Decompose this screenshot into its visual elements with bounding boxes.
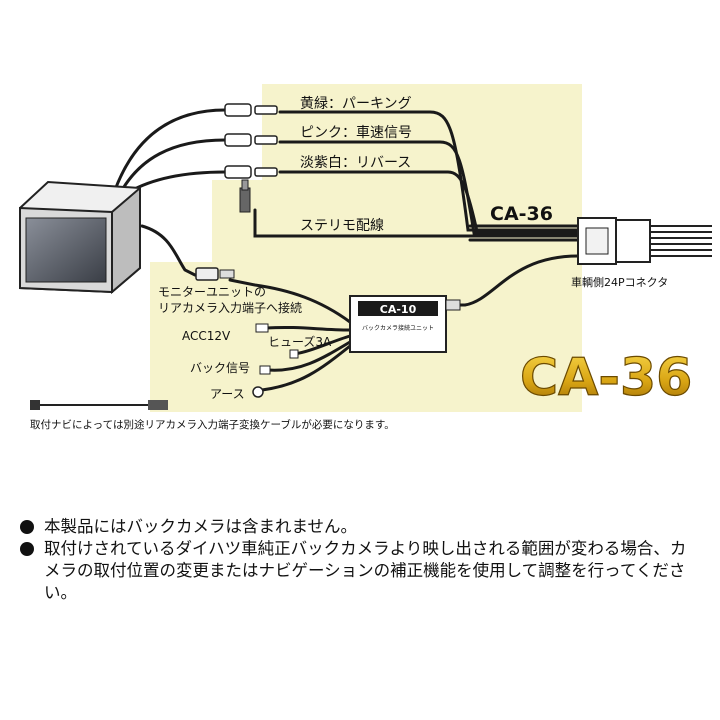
label-acc: ACC12V: [182, 329, 231, 343]
vehicle-24p-connector: [577, 217, 712, 265]
label-back-signal: バック信号: [190, 361, 250, 375]
note-text: 取付けされているダイハツ車純正バックカメラより映し出される範囲が変わる場合、カメ…: [44, 539, 687, 602]
terminals: [252, 323, 299, 398]
label-box-code: CA-36: [490, 203, 553, 225]
label-reverse: 淡紫白：リバース: [300, 155, 411, 171]
wire-connectors: [30, 103, 278, 410]
note-text: 本製品にはバックカメラは含まれません。: [44, 517, 358, 536]
ca-10-unit: [349, 295, 461, 353]
label-parking: 黄緑：パーキング: [300, 95, 412, 112]
label-stereo-wiring: ステリモ配線: [300, 218, 384, 234]
notes-list: 本製品にはバックカメラは含まれません。 取付けされているダイハツ車純正バックカメ…: [20, 516, 700, 604]
label-monitor-1: モニターユニットの: [158, 285, 266, 299]
bullet-icon: [20, 520, 34, 534]
label-monitor-2: リアカメラ入力端子へ接続: [158, 300, 302, 315]
label-ground: アース: [210, 387, 245, 401]
note-item: 取付けされているダイハツ車純正バックカメラより映し出される範囲が変わる場合、カメ…: [20, 538, 700, 604]
label-speed-signal: ピンク：車速信号: [300, 124, 412, 141]
label-fuse: ヒューズ3A: [268, 334, 332, 349]
ca-10-label: CA-10: [380, 303, 417, 316]
ca-10-caption: バックカメラ接続ユニット: [362, 324, 434, 332]
navigation-unit: [19, 180, 141, 295]
bullet-icon: [20, 542, 34, 556]
footnote: 取付ナビによっては別途リアカメラ入力端子変換ケーブルが必要になります。: [30, 418, 395, 431]
label-connector: 車輌側24Pコネクタ: [571, 275, 668, 289]
note-item: 本製品にはバックカメラは含まれません。: [20, 516, 700, 538]
product-code: CA-36: [520, 348, 692, 408]
